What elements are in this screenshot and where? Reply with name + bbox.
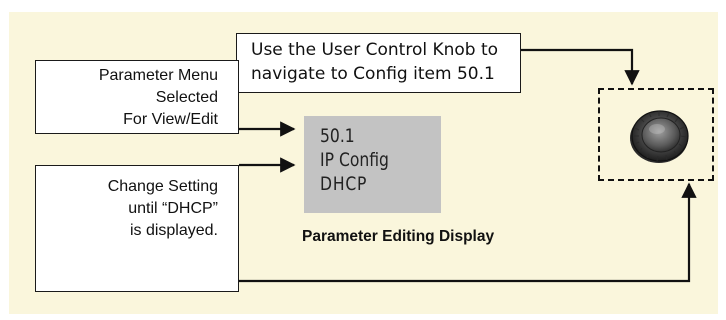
- change-setting-callout: Change Setting until “DHCP” is displayed…: [35, 165, 239, 292]
- change-setting-line-2: until “DHCP”: [128, 200, 218, 217]
- lcd-caption: Parameter Editing Display: [302, 228, 495, 245]
- knob-instruction-callout: Use the User Control Knob to navigate to…: [236, 33, 521, 93]
- parameter-menu-line-3: For View/Edit: [123, 111, 218, 128]
- parameter-menu-line-1: Parameter Menu: [98, 67, 218, 84]
- lcd-parameter-value: DHCP: [320, 173, 368, 195]
- knob-instruction-line-2: navigate to Config item 50.1: [251, 64, 495, 84]
- parameter-menu-callout: Parameter Menu Selected For View/Edit: [35, 60, 239, 134]
- lcd-parameter-name: IP Config: [320, 149, 389, 171]
- change-setting-line-3: is displayed.: [129, 222, 218, 239]
- lcd-display: 50.1 IP Config DHCP: [304, 116, 441, 213]
- knob-instruction-line-1: Use the User Control Knob to: [251, 40, 499, 60]
- lcd-parameter-number: 50.1: [320, 125, 355, 147]
- knob-highlight-frame: [598, 88, 714, 181]
- parameter-menu-line-2: Selected: [155, 89, 218, 106]
- change-setting-line-1: Change Setting: [107, 178, 218, 195]
- control-knob-icon[interactable]: [629, 108, 689, 164]
